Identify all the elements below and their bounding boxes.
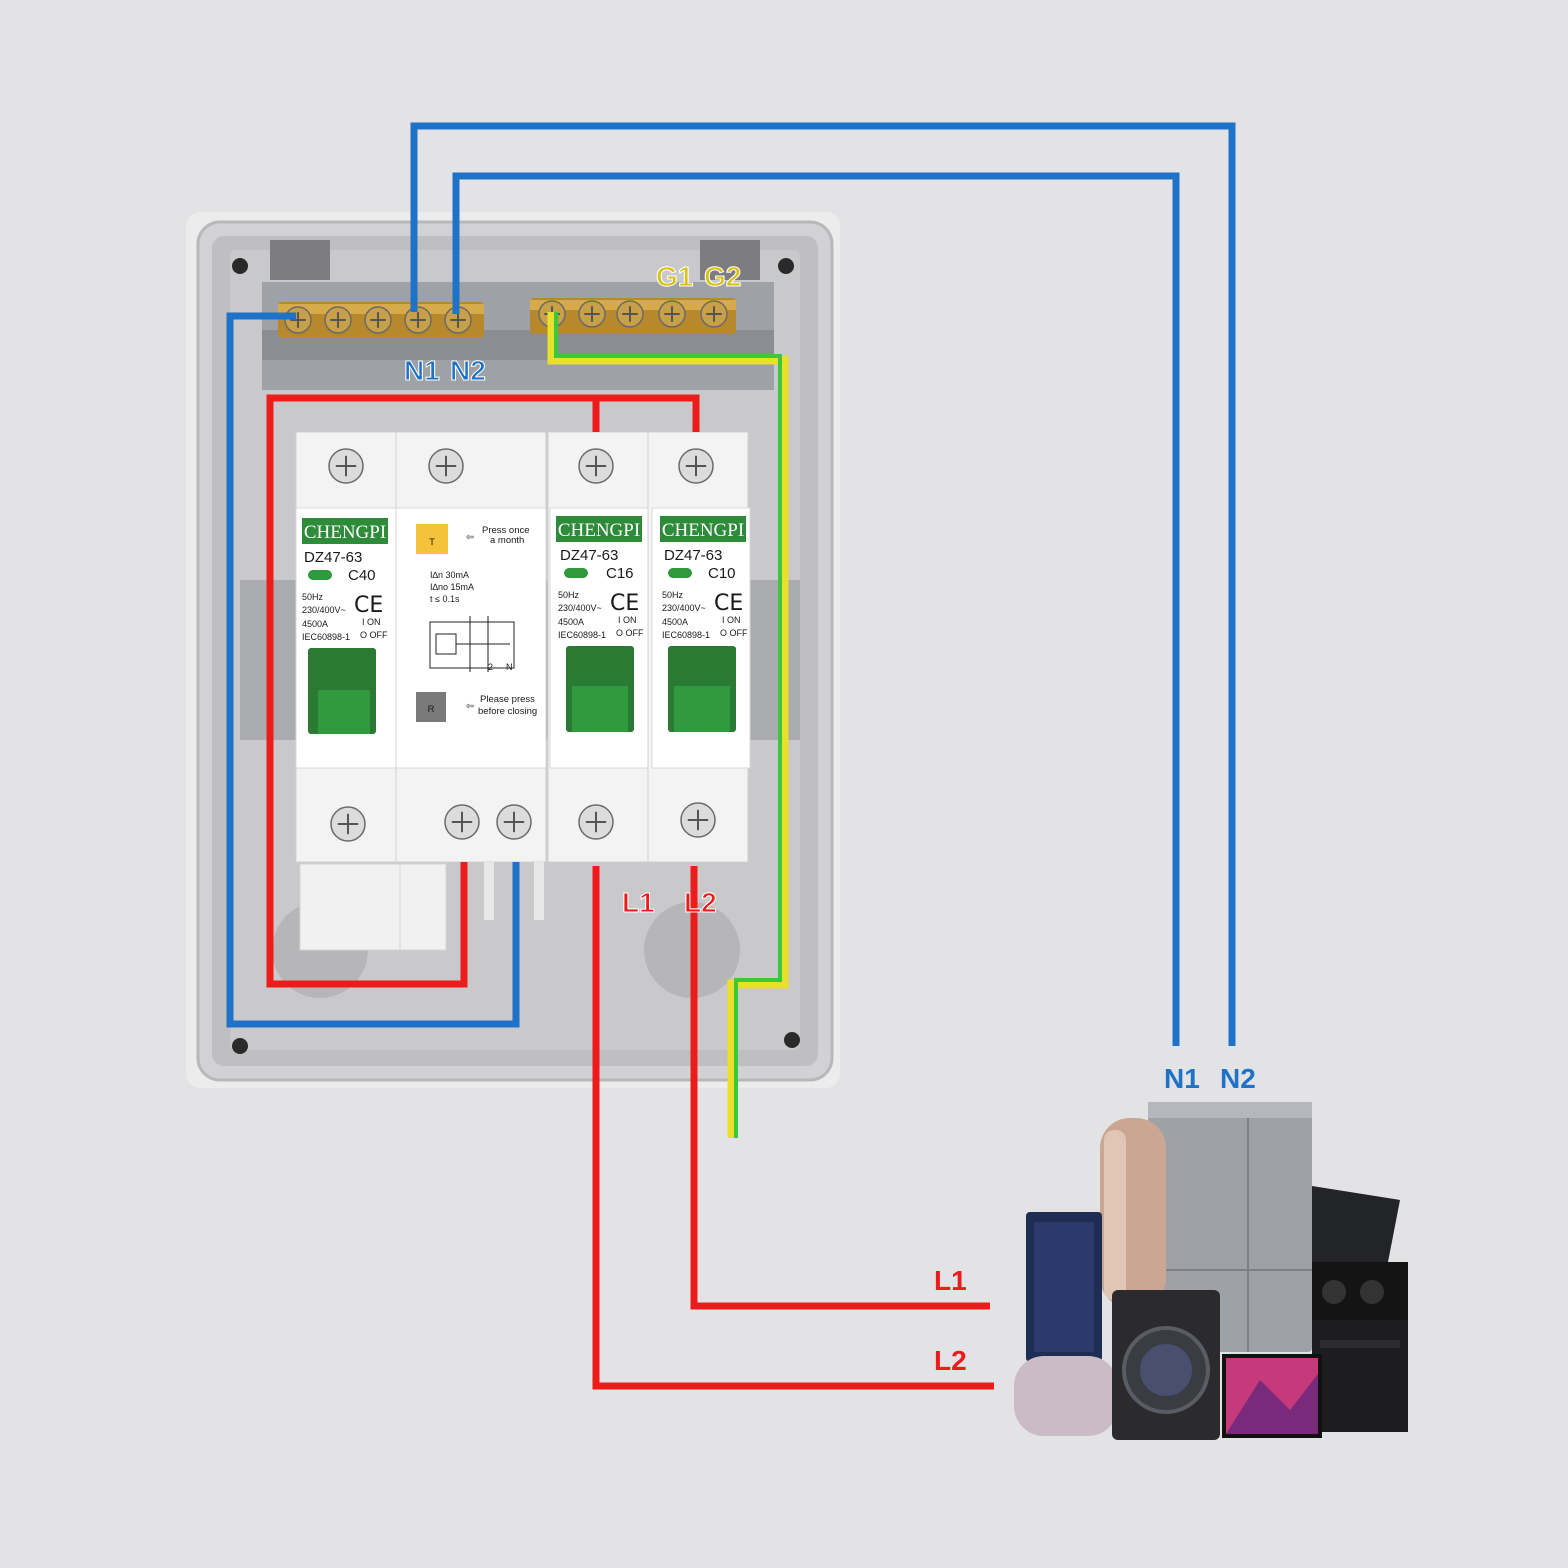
off-label: O OFF <box>360 630 388 640</box>
ce-mark: CE <box>610 591 639 616</box>
test-button-label: T <box>429 537 435 548</box>
trip-time: t ≤ 0.1s <box>430 594 460 604</box>
l2-output-label: L2 <box>684 887 717 918</box>
reset-button-label: R <box>428 704 435 715</box>
breaker-capacity: 4500A <box>662 617 688 627</box>
breaker-capacity: 4500A <box>558 617 584 627</box>
screw-icon <box>324 306 352 334</box>
screw-icon <box>616 300 644 328</box>
n1-terminal-label: N1 <box>404 355 440 386</box>
l2-appliance-label: L2 <box>934 1345 967 1376</box>
off-label: O OFF <box>720 628 748 638</box>
breaker-brand: CHENGPI <box>558 520 640 541</box>
non-operating-current: I∆no 15mA <box>430 582 474 592</box>
terminal-n-label: N <box>506 662 513 672</box>
breaker-module-c10: CHENGPI DZ47-63 C10 50Hz 230/400V~ 4500A… <box>647 431 751 863</box>
arrow-left-icon: ⇦ <box>466 532 474 543</box>
screw-icon <box>444 804 480 840</box>
screw-icon <box>328 448 364 484</box>
breaker-standard: IEC60898-1 <box>302 632 350 642</box>
screw-icon <box>364 306 392 334</box>
reset-note-line1: Please press <box>480 694 535 705</box>
screw-hole-icon <box>778 258 794 274</box>
breaker-rating: C10 <box>708 565 736 582</box>
breaker-voltage: 230/400V~ <box>558 603 602 613</box>
status-indicator <box>308 570 332 580</box>
rcd-module: T Press once a month ⇦ I∆n 30mA I∆no 15m… <box>395 431 547 951</box>
screw-icon <box>680 802 716 838</box>
breaker-module-c40: CHENGPI DZ47-63 C40 50Hz 230/400V~ 4500A… <box>295 431 401 951</box>
on-label: I ON <box>722 615 741 625</box>
screw-hole-icon <box>232 1038 248 1054</box>
terminal-2-label: 2 <box>488 662 493 672</box>
household-appliances-image <box>1014 1102 1408 1440</box>
on-label: I ON <box>618 615 637 625</box>
test-note-line1: Press once <box>482 525 530 536</box>
ce-mark: CE <box>354 593 383 618</box>
n2-appliance-label: N2 <box>1220 1063 1256 1094</box>
g2-terminal-label: G2 <box>704 261 741 292</box>
breaker-model: DZ47-63 <box>664 547 722 564</box>
ce-mark: CE <box>714 591 743 616</box>
breaker-frequency: 50Hz <box>558 590 580 600</box>
screw-icon <box>578 804 614 840</box>
screw-icon <box>404 306 432 334</box>
screw-icon <box>678 448 714 484</box>
neutral-wires <box>226 122 1236 1046</box>
rcd-schematic-icon <box>429 616 515 672</box>
breaker-voltage: 230/400V~ <box>662 603 706 613</box>
reset-note-line2: before closing <box>478 706 537 717</box>
breaker-model: DZ47-63 <box>560 547 618 564</box>
screw-icon <box>284 306 312 334</box>
test-note-line2: a month <box>490 535 524 546</box>
screw-icon <box>658 300 686 328</box>
arrow-left-icon: ⇦ <box>466 701 474 712</box>
n2-terminal-label: N2 <box>450 355 486 386</box>
screw-icon <box>428 448 464 484</box>
breaker-brand: CHENGPI <box>304 522 386 543</box>
breaker-rating: C16 <box>606 565 634 582</box>
breaker-brand: CHENGPI <box>662 520 744 541</box>
breaker-toggle[interactable] <box>318 690 370 734</box>
status-indicator <box>564 568 588 578</box>
screw-icon <box>578 300 606 328</box>
breaker-module-c16: CHENGPI DZ47-63 C16 50Hz 230/400V~ 4500A… <box>547 431 649 863</box>
screw-icon <box>496 804 532 840</box>
g1-terminal-label: G1 <box>656 261 693 292</box>
breaker-standard: IEC60898-1 <box>558 630 606 640</box>
screw-icon <box>578 448 614 484</box>
breaker-rating: C40 <box>348 567 376 584</box>
screw-hole-icon <box>232 258 248 274</box>
l1-output-label: L1 <box>622 887 655 918</box>
breaker-toggle[interactable] <box>674 686 730 732</box>
status-indicator <box>668 568 692 578</box>
screw-icon <box>700 300 728 328</box>
line-wires <box>266 394 994 1390</box>
rated-residual-current: I∆n 30mA <box>430 570 469 580</box>
breaker-frequency: 50Hz <box>302 592 324 602</box>
on-label: I ON <box>362 617 381 627</box>
n1-appliance-label: N1 <box>1164 1063 1200 1094</box>
screw-hole-icon <box>784 1032 800 1048</box>
l1-appliance-label: L1 <box>934 1265 967 1296</box>
breaker-standard: IEC60898-1 <box>662 630 710 640</box>
test-button[interactable] <box>416 524 448 554</box>
breaker-toggle[interactable] <box>572 686 628 732</box>
reset-button[interactable] <box>416 692 446 722</box>
breaker-model: DZ47-63 <box>304 549 362 566</box>
breaker-voltage: 230/400V~ <box>302 605 346 615</box>
earth-wire <box>547 312 789 1138</box>
screw-icon <box>330 806 366 842</box>
breaker-capacity: 4500A <box>302 619 328 629</box>
off-label: O OFF <box>616 628 644 638</box>
breaker-frequency: 50Hz <box>662 590 684 600</box>
